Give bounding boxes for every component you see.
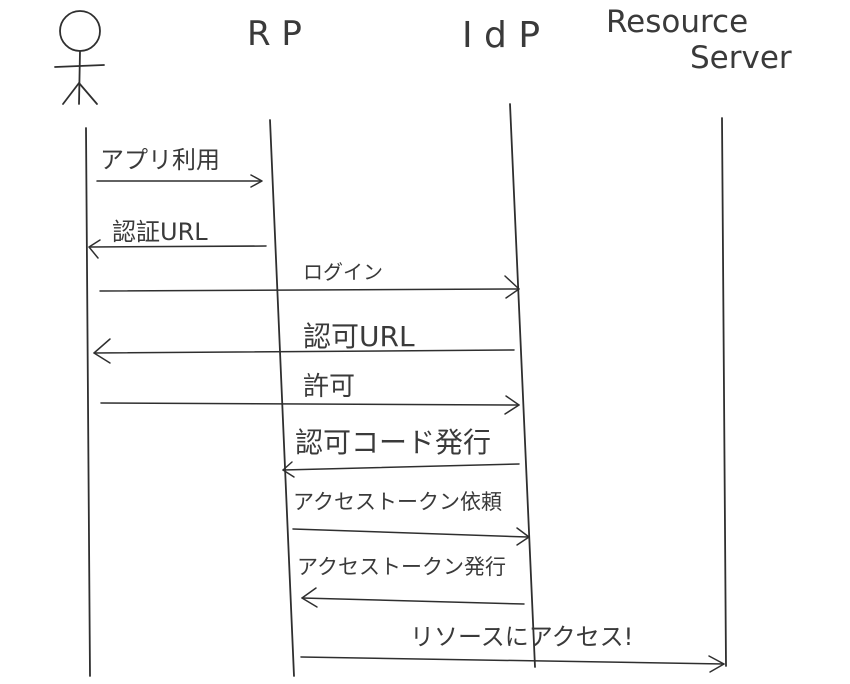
message-label: 認可URL (303, 320, 415, 353)
stick-figure-arms (54, 64, 105, 68)
participant-resource-server-line1: Resource (606, 4, 748, 40)
message-label: 認可コード発行 (295, 426, 491, 459)
stick-figure-head (59, 10, 101, 52)
stick-figure-body (78, 50, 81, 105)
message-label: アプリ利用 (100, 146, 220, 174)
message-issue-access-token: アクセストークン発行 (297, 555, 525, 608)
message-label: 認証URL (112, 218, 208, 246)
arrow-head-right (516, 527, 530, 546)
message-arrow-line (282, 463, 520, 471)
arrow-head-left (282, 461, 295, 478)
message-authz-url: 認可URL (93, 320, 515, 364)
message-request-access-token: アクセストークン依頼 (292, 490, 530, 546)
message-arrow-line (300, 656, 725, 665)
message-label: アクセストークン依頼 (293, 490, 502, 514)
stick-figure-right-leg (78, 82, 98, 105)
user-stick-figure (54, 10, 105, 105)
participant-rp: R P (247, 14, 302, 54)
lifeline-resource-server (721, 117, 727, 667)
message-arrow-line (89, 245, 267, 248)
arrow-head-left (93, 338, 111, 364)
message-label: ログイン (303, 260, 383, 284)
arrow-head-left (301, 587, 318, 608)
arrow-head-right (504, 275, 520, 299)
participant-idp: I d P (462, 15, 540, 56)
message-issue-auth-code: 認可コード発行 (282, 426, 520, 478)
message-label: 許可 (303, 372, 355, 402)
message-arrow-line (93, 349, 515, 354)
arrow-head-right (250, 174, 263, 188)
message-arrow-line (301, 597, 525, 605)
lifeline-idp (509, 103, 536, 668)
message-arrow-line (292, 528, 529, 538)
message-app-use: アプリ利用 (96, 146, 263, 188)
arrow-head-right (708, 655, 725, 673)
participant-resource-server-line2: Server (690, 40, 792, 76)
stick-figure-left-leg (62, 82, 80, 105)
lifeline-rp (269, 119, 295, 677)
message-permit: 許可 (100, 372, 520, 415)
message-access-resource: リソースにアクセス! (300, 623, 725, 673)
message-arrow-line (100, 402, 520, 406)
arrow-head-left (88, 239, 101, 259)
message-arrow-line (99, 288, 520, 292)
message-label: アクセストークン発行 (297, 555, 506, 579)
lifeline-user (85, 127, 91, 677)
message-label: リソースにアクセス! (410, 623, 633, 651)
arrow-head-right (504, 395, 520, 415)
message-login: ログイン (99, 260, 520, 299)
message-auth-url: 認証URL (88, 218, 267, 259)
